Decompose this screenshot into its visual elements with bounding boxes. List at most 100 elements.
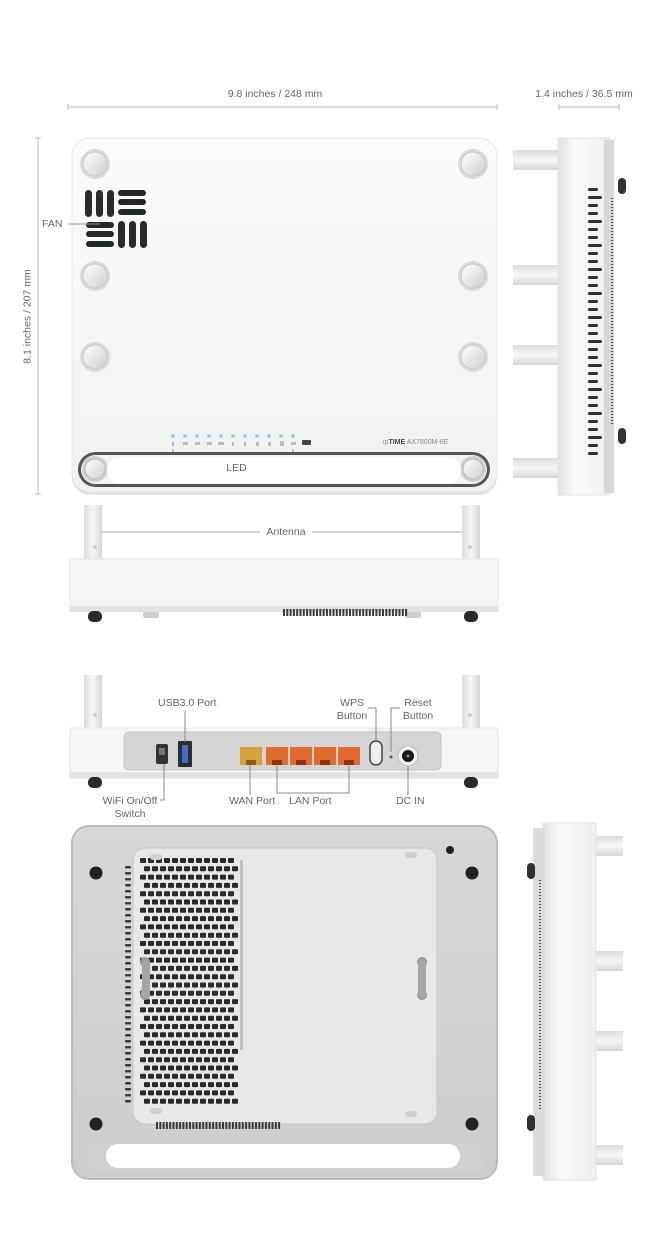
rear-view — [69, 675, 499, 801]
bottom-side-vent — [125, 884, 131, 887]
side-vent-slot — [588, 404, 598, 407]
bottom-grille-hole — [140, 1024, 146, 1029]
bottom-grille-hole — [164, 891, 170, 897]
bottom-side-vent — [125, 968, 131, 971]
side-vent-slot — [588, 204, 598, 207]
usb-port-label: USB3.0 Port — [158, 697, 217, 709]
bottom-grille-hole — [200, 965, 206, 971]
bottom-grille-hole — [208, 982, 214, 988]
bottom-edge-vent — [228, 1122, 231, 1129]
bottom-grille-hole — [172, 1090, 178, 1096]
bottom-grille-hole — [144, 882, 150, 888]
bottom-grille-hole — [232, 866, 238, 872]
bottom-grille-hole — [192, 1065, 198, 1071]
bottom-grille-hole — [232, 965, 238, 971]
front-vent-slot — [286, 609, 289, 616]
bottom-side-vent — [125, 1094, 131, 1097]
bottom-grille-hole — [204, 1024, 210, 1029]
front-vent-slot — [306, 609, 309, 616]
dimension-lines — [35, 104, 620, 495]
front-vent-slot — [368, 609, 371, 616]
bottom-edge-vent — [268, 1122, 271, 1129]
bottom-side-vent — [125, 1028, 131, 1031]
side-vent-slot — [588, 380, 598, 383]
front-vent-slot — [296, 609, 299, 616]
bottom-grille-hole — [232, 916, 238, 922]
bottom-grille-hole — [212, 957, 218, 963]
bottom-edge-vent — [189, 1122, 191, 1129]
bottom-grille-hole — [212, 924, 218, 930]
bottom-grille-hole — [224, 1082, 230, 1088]
antenna-knob — [80, 149, 488, 372]
bottom-side-vent — [125, 974, 131, 977]
bottom-grille-hole — [204, 1057, 210, 1063]
bottom-edge-vent — [241, 1122, 244, 1129]
bottom-grille-hole — [184, 1082, 190, 1088]
bottom-side-vent — [125, 1070, 131, 1073]
bottom-grille-hole — [220, 1040, 226, 1046]
bottom-grille-hole — [200, 1082, 206, 1088]
bottom-grille-hole — [224, 999, 230, 1005]
bottom-grille-hole — [176, 1048, 182, 1054]
bottom-grille-hole — [164, 1057, 170, 1063]
bottom-grille-hole — [216, 866, 222, 872]
bottom-grille-hole — [212, 1024, 218, 1029]
reset-label-line1: Reset — [404, 697, 432, 709]
fan-label: FAN — [42, 218, 63, 230]
bottom-grille-hole — [168, 866, 174, 872]
bottom-grille-hole — [224, 965, 230, 971]
front-vent-slot — [289, 609, 292, 616]
bottom-side-vent — [125, 1082, 131, 1085]
bottom-grille-hole — [196, 957, 202, 963]
bottom-grille-hole — [220, 1057, 226, 1063]
brand-model: AX7800M-6E — [406, 439, 449, 446]
bottom-side-vent — [125, 962, 131, 965]
bottom-edge-vent — [261, 1122, 264, 1129]
side-vent-slot — [588, 372, 598, 375]
bottom-grille-hole — [160, 965, 166, 971]
side-vent-slot — [588, 196, 602, 199]
bottom-grille-hole — [160, 932, 166, 938]
bottom-grille-hole — [160, 866, 166, 872]
bottom-grille-hole — [184, 965, 190, 971]
bottom-grille-hole — [208, 1015, 214, 1021]
bottom-edge-vent — [264, 1122, 267, 1129]
bottom-edge-vent — [162, 1122, 165, 1129]
bottom-grille-hole — [208, 1048, 214, 1054]
bottom-grille-hole — [204, 1040, 210, 1046]
bottom-grille-hole — [164, 1007, 170, 1013]
bottom-grille-hole — [168, 999, 174, 1005]
bottom-grille-hole — [168, 982, 174, 988]
bottom-view — [71, 825, 498, 1180]
bottom-side-vent — [125, 1064, 131, 1067]
bottom-grille-hole — [228, 1007, 234, 1013]
lan-port-label: LAN Port — [289, 795, 332, 807]
bottom-grille-hole — [140, 1040, 146, 1046]
bottom-grille-hole — [148, 924, 154, 930]
bottom-grille-hole — [168, 1098, 174, 1104]
bottom-grille-hole — [192, 1032, 198, 1038]
brand-prefix: ip — [383, 439, 389, 446]
bottom-grille-hole — [216, 982, 222, 988]
side-vent-slot — [588, 444, 598, 447]
bottom-grille-hole — [232, 932, 238, 938]
bottom-grille-hole — [160, 1032, 166, 1038]
bottom-grille-hole — [188, 924, 194, 930]
bottom-grille-hole — [176, 899, 182, 905]
bottom-edge-vent — [235, 1122, 238, 1129]
bottom-grille-hole — [188, 1057, 194, 1063]
bottom-grille-hole — [160, 1082, 166, 1088]
bottom-grille-hole — [156, 1040, 162, 1046]
wifi-label-line1: WiFi On/Off — [102, 795, 158, 807]
bottom-edge-vent — [245, 1122, 248, 1129]
bottom-grille-hole — [216, 999, 222, 1005]
bottom-grille-hole — [212, 1090, 218, 1096]
bottom-grille-hole — [156, 924, 162, 930]
bottom-side-vent — [125, 1052, 131, 1055]
bottom-grille-hole — [172, 874, 178, 880]
bottom-edge-vent — [278, 1122, 281, 1129]
bottom-side-vent — [125, 1088, 131, 1091]
bottom-grille-hole — [164, 974, 170, 980]
bottom-side-vent — [125, 944, 131, 947]
bottom-grille-hole — [164, 990, 170, 996]
